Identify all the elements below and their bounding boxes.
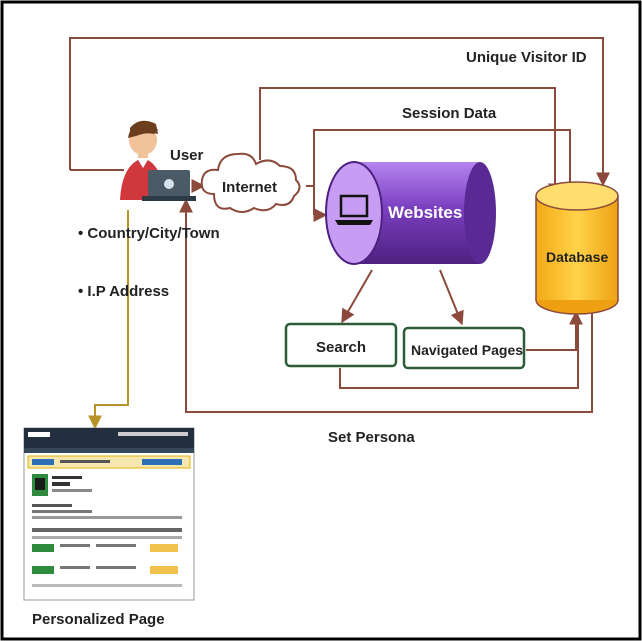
database-label: Database [546, 249, 608, 265]
websites-to-navigated-arrow [439, 269, 464, 326]
bullet-ip-address: • I.P Address [78, 283, 169, 300]
search-to-database-arrow [339, 316, 579, 389]
search-label: Search [316, 339, 366, 356]
navigated-pages-label: Navigated Pages [411, 342, 523, 358]
internet-label: Internet [222, 179, 277, 196]
database-cylinder-icon [535, 181, 619, 315]
set-persona-arrow [179, 198, 593, 413]
laptop-icon [335, 194, 373, 225]
internet-cloud-icon [200, 152, 301, 213]
personalized-page-thumbnail [23, 427, 195, 601]
search-box [284, 322, 398, 368]
bullet-country: • Country/City/Town [78, 225, 220, 242]
navigated-to-database-arrow [526, 310, 583, 351]
session-data-label: Session Data [402, 105, 497, 122]
internet-to-websites-arrow [306, 129, 577, 197]
user-to-personalized-page-arrow [88, 210, 129, 430]
navigated-pages-box [402, 326, 526, 370]
personalized-page-label: Personalized Page [32, 611, 165, 628]
unique-visitor-id-arrow [69, 37, 610, 187]
websites-to-search-arrow [341, 269, 373, 324]
websites-label: Websites [388, 203, 462, 222]
user-icon [120, 120, 196, 201]
user-label: User [170, 147, 204, 164]
websites-cylinder [325, 161, 496, 265]
set-persona-label: Set Persona [328, 429, 415, 446]
session-data-arrow [259, 87, 562, 198]
unique-visitor-id-label: Unique Visitor ID [466, 49, 587, 66]
